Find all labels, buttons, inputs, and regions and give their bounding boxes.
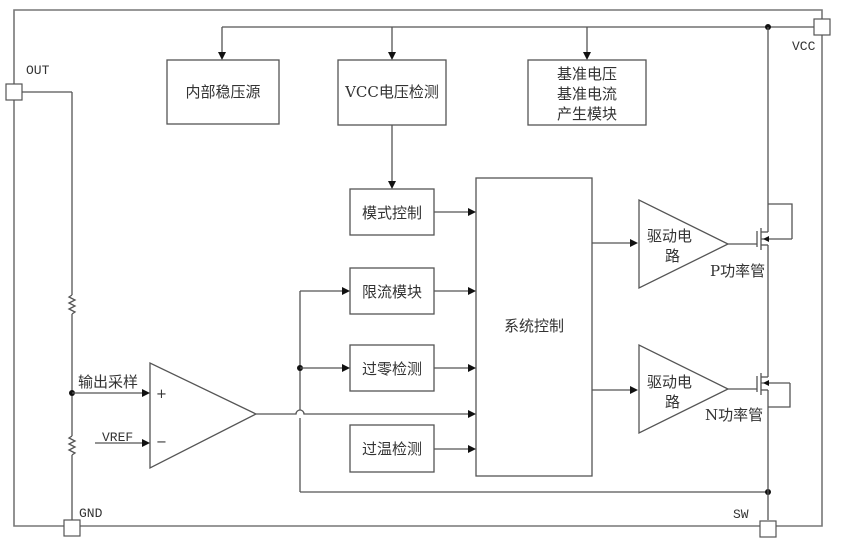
current-limit-label: 限流模块 [362, 283, 422, 301]
arrow-icon [630, 239, 638, 247]
driver-n: 驱动电 路 [592, 343, 757, 435]
over-temp-detect-block: 过温检测 [349, 424, 435, 473]
error-amplifier: + − [149, 361, 258, 470]
arrow-icon [218, 52, 226, 60]
pin-vcc-label: VCC [792, 39, 816, 54]
arrow-icon [142, 389, 150, 397]
arrow-icon [342, 287, 350, 295]
pin-out: OUT [5, 63, 50, 101]
arrow-icon [468, 364, 476, 372]
arrow-icon [468, 208, 476, 216]
arrow-icon [342, 364, 350, 372]
n-mosfet-label: N功率管 [705, 406, 763, 424]
output-sample-label: 输出采样 [78, 373, 138, 391]
p-mosfet-label: P功率管 [710, 262, 765, 280]
driver-n-label-1: 驱动电 [647, 373, 692, 391]
driver-n-label-2: 路 [665, 393, 680, 411]
arrow-icon [583, 52, 591, 60]
arrow-icon [468, 287, 476, 295]
output-divider: 输出采样 VREF [22, 91, 150, 520]
pin-sw: SW [733, 507, 777, 538]
sw-feedback-bus [297, 287, 771, 495]
resistor-bottom [67, 435, 77, 456]
driver-p-label-2: 路 [665, 247, 680, 265]
zero-cross-detect-label: 过零检测 [362, 360, 422, 378]
p-mosfet: P功率管 [710, 203, 793, 374]
reference-gen-label-3: 产生模块 [557, 105, 617, 123]
n-mosfet: N功率管 [705, 373, 791, 520]
driver-p: 驱动电 路 [592, 198, 757, 290]
system-control-label: 系统控制 [504, 317, 564, 335]
reference-gen-label-2: 基准电流 [557, 85, 617, 103]
vcc-voltage-detect-label: VCC电压检测 [344, 83, 439, 101]
vcc-rail [218, 24, 822, 210]
mode-control-label: 模式控制 [362, 204, 422, 222]
pin-gnd-label: GND [79, 506, 103, 521]
arrow-icon [630, 386, 638, 394]
arrow-icon [763, 380, 769, 386]
zero-cross-detect-block: 过零检测 [349, 344, 435, 392]
arrow-icon [763, 236, 769, 242]
vref-label: VREF [102, 430, 133, 445]
arrow-icon [388, 181, 396, 189]
chip-outline [13, 9, 823, 527]
arrow-icon [468, 445, 476, 453]
resistor-top [67, 294, 77, 315]
vcc-voltage-detect-block: VCC电压检测 [337, 59, 447, 126]
system-control-inputs [434, 208, 476, 453]
driver-p-label-1: 驱动电 [647, 227, 692, 245]
arrow-icon [142, 439, 150, 447]
reference-gen-label-1: 基准电压 [557, 65, 617, 83]
minus-sign: − [156, 435, 167, 450]
arrow-icon [468, 410, 476, 418]
internal-regulator-block: 内部稳压源 [166, 59, 280, 125]
pin-gnd: GND [63, 506, 103, 537]
internal-regulator-label: 内部稳压源 [185, 83, 260, 101]
plus-sign: + [156, 387, 167, 402]
pin-out-label: OUT [26, 63, 50, 78]
pin-vcc: VCC [792, 18, 831, 54]
current-limit-block: 限流模块 [349, 267, 435, 315]
system-control-block: 系统控制 [475, 177, 593, 477]
reference-gen-block: 基准电压 基准电流 产生模块 [527, 59, 647, 126]
arrow-icon [388, 52, 396, 60]
mode-control-block: 模式控制 [349, 188, 435, 236]
over-temp-detect-label: 过温检测 [362, 440, 422, 458]
pin-sw-label: SW [733, 507, 749, 522]
